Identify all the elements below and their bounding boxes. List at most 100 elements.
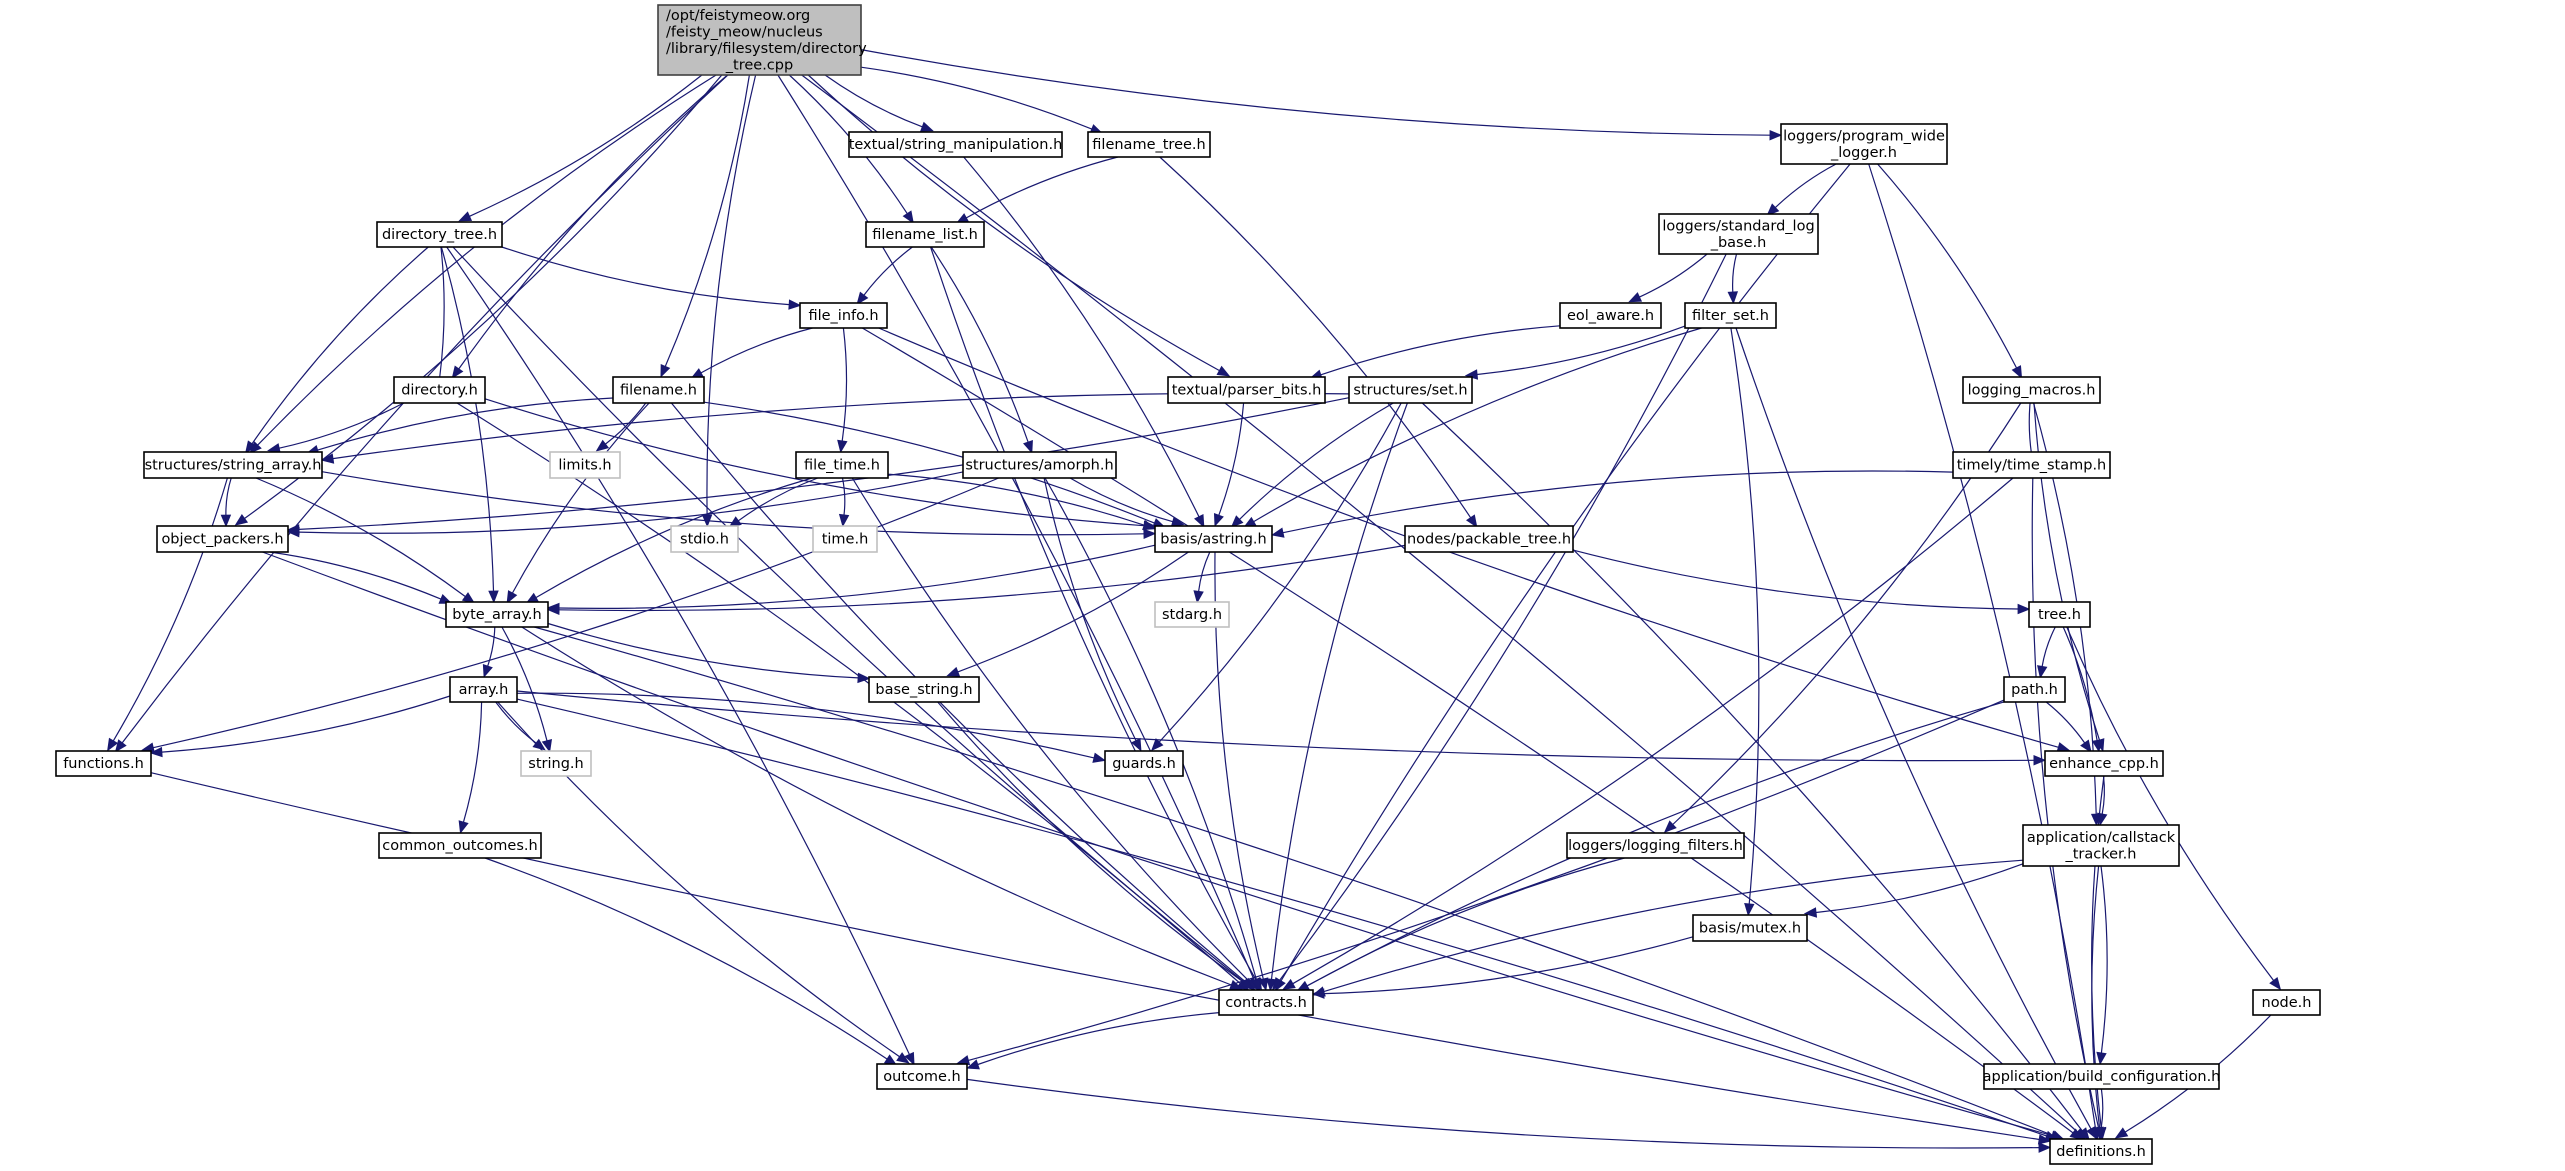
node-callstack-tracker[interactable]: application/callstack_tracker.h — [2022, 824, 2180, 867]
node-common-outcomes[interactable]: common_outcomes.h — [378, 832, 542, 859]
node-box[interactable] — [2022, 824, 2180, 867]
node-box[interactable] — [1983, 1063, 2220, 1090]
node-box[interactable] — [2028, 601, 2091, 628]
node-box[interactable] — [812, 525, 878, 553]
node-box[interactable] — [1104, 750, 1184, 777]
node-node-h[interactable]: node.h — [2252, 989, 2321, 1016]
node-label: filename_list.h — [872, 227, 978, 243]
node-box[interactable] — [670, 525, 739, 553]
node-filename-h[interactable]: filename.h — [612, 376, 705, 404]
node-box[interactable] — [2003, 676, 2066, 703]
node-set-h[interactable]: structures/set.h — [1348, 376, 1473, 404]
node-build-configuration[interactable]: application/build_configuration.h — [1983, 1063, 2221, 1090]
node-amorph[interactable]: structures/amorph.h — [962, 451, 1117, 479]
edge-astring-to-base_string — [957, 551, 1189, 673]
node-box[interactable] — [1780, 123, 1948, 165]
node-box[interactable] — [376, 221, 503, 248]
node-astring[interactable]: basis/astring.h — [1154, 525, 1273, 553]
node-box[interactable] — [795, 451, 889, 479]
node-stdio-h[interactable]: stdio.h — [670, 525, 739, 553]
node-box[interactable] — [378, 832, 542, 859]
node-box[interactable] — [1566, 832, 1745, 859]
node-time-h[interactable]: time.h — [812, 525, 878, 553]
arrowhead-icon — [506, 590, 518, 604]
edge-file_info-to-file_time — [841, 327, 848, 442]
node-contracts-h[interactable]: contracts.h — [1218, 989, 1314, 1016]
node-box[interactable] — [1692, 914, 1808, 942]
arrowhead-icon — [1266, 978, 1277, 992]
node-box[interactable] — [549, 451, 621, 479]
node-packable-tree[interactable]: nodes/packable_tree.h — [1404, 525, 1574, 553]
node-standard-log-base[interactable]: loggers/standard_log_base.h — [1658, 213, 1819, 255]
node-parser-bits[interactable]: textual/parser_bits.h — [1167, 376, 1326, 404]
node-box[interactable] — [1154, 601, 1230, 628]
node-directory-h[interactable]: directory.h — [393, 376, 486, 404]
node-box[interactable] — [445, 601, 549, 628]
node-box[interactable] — [1404, 525, 1574, 553]
arrowhead-icon — [2017, 603, 2031, 615]
edge-time_stamp-to-astring — [1282, 470, 1954, 534]
node-outcome-h[interactable]: outcome.h — [876, 1063, 968, 1090]
node-directory-tree-h[interactable]: directory_tree.h — [376, 221, 503, 248]
node-program-wide-logger[interactable]: loggers/program_wide_logger.h — [1780, 123, 1948, 165]
node-functions-h[interactable]: functions.h — [55, 750, 152, 777]
node-base-string[interactable]: base_string.h — [868, 676, 980, 703]
node-box[interactable] — [1348, 376, 1473, 404]
node-box[interactable] — [55, 750, 152, 777]
node-filename-list[interactable]: filename_list.h — [865, 221, 985, 248]
node-mutex-h[interactable]: basis/mutex.h — [1692, 914, 1808, 942]
node-definitions-h[interactable]: definitions.h — [2049, 1138, 2153, 1165]
node-limits-h[interactable]: limits.h — [549, 451, 621, 479]
node-box[interactable] — [2252, 989, 2321, 1016]
node-string-manipulation[interactable]: textual/string_manipulation.h — [848, 131, 1063, 158]
node-filename-tree[interactable]: filename_tree.h — [1087, 131, 1211, 158]
node-logging-filters[interactable]: loggers/logging_filters.h — [1566, 832, 1745, 859]
node-box[interactable] — [1684, 302, 1777, 329]
arrowhead-icon — [1769, 129, 1783, 141]
node-stdarg-h[interactable]: stdarg.h — [1154, 601, 1230, 628]
node-path-h[interactable]: path.h — [2003, 676, 2066, 703]
node-box[interactable] — [962, 451, 1117, 479]
node-box[interactable] — [1167, 376, 1326, 404]
node-box[interactable] — [520, 750, 592, 777]
node-string-h[interactable]: string.h — [520, 750, 592, 777]
node-logging-macros[interactable]: logging_macros.h — [1962, 376, 2101, 404]
node-filter-set[interactable]: filter_set.h — [1684, 302, 1777, 329]
node-box[interactable] — [1154, 525, 1273, 553]
node-box[interactable] — [799, 302, 888, 329]
node-guards-h[interactable]: guards.h — [1104, 750, 1184, 777]
node-string-array[interactable]: structures/string_array.h — [143, 451, 323, 479]
node-eol-aware[interactable]: eol_aware.h — [1559, 302, 1662, 329]
node-box[interactable] — [449, 676, 518, 703]
node-enhance-cpp[interactable]: enhance_cpp.h — [2044, 750, 2164, 777]
node-time-stamp[interactable]: timely/time_stamp.h — [1952, 451, 2111, 479]
node-box[interactable] — [1952, 451, 2111, 479]
node-box[interactable] — [2049, 1138, 2153, 1165]
node-box[interactable] — [1087, 131, 1211, 158]
edge-root-to-contracts_h — [777, 74, 1255, 981]
node-byte-array[interactable]: byte_array.h — [445, 601, 549, 628]
node-box[interactable] — [612, 376, 705, 404]
node-box[interactable] — [1658, 213, 1819, 255]
edge-time_stamp-to-definitions_h — [2031, 477, 2100, 1129]
node-file-time[interactable]: file_time.h — [795, 451, 889, 479]
node-tree-h[interactable]: tree.h — [2028, 601, 2091, 628]
node-label: loggers/standard_log — [1662, 218, 1814, 234]
node-box[interactable] — [876, 1063, 968, 1090]
node-box[interactable] — [1218, 989, 1314, 1016]
node-box[interactable] — [848, 131, 1063, 158]
node-file-info[interactable]: file_info.h — [799, 302, 888, 329]
node-box[interactable] — [393, 376, 486, 404]
node-array-h[interactable]: array.h — [449, 676, 518, 703]
node-root[interactable]: /opt/feistymeow.org/feisty_meow/nucleus/… — [657, 4, 867, 76]
node-box[interactable] — [868, 676, 980, 703]
node-box[interactable] — [1962, 376, 2101, 404]
node-box[interactable] — [2044, 750, 2164, 777]
node-box[interactable] — [1559, 302, 1662, 329]
node-object-packers[interactable]: object_packers.h — [156, 525, 289, 553]
node-box[interactable] — [865, 221, 985, 248]
node-box[interactable] — [143, 451, 323, 479]
node-label: file_info.h — [808, 308, 878, 324]
node-box[interactable] — [156, 525, 289, 553]
node-box[interactable] — [657, 4, 862, 76]
